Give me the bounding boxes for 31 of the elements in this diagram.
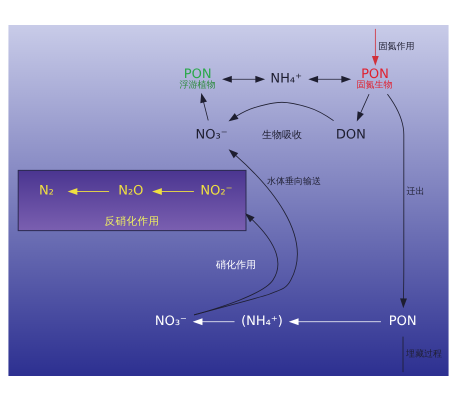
edge-label: 迁出 <box>406 186 425 196</box>
arrow <box>228 101 334 121</box>
node-text: PON 固氮生物 <box>356 66 393 90</box>
arrow <box>200 92 209 120</box>
node-text: (NH₄⁺) <box>241 313 283 328</box>
arrow <box>308 75 352 82</box>
node-text: N₂O <box>118 183 144 198</box>
arrow <box>372 28 379 66</box>
node-text: N₂ <box>38 183 54 198</box>
node-text: NH₄⁺ <box>270 70 302 86</box>
arrow <box>194 148 298 315</box>
connector <box>402 336 404 372</box>
node-text: PON 浮游植物 <box>179 66 216 90</box>
node-text: NO₂⁻ <box>200 183 232 198</box>
label: 硝化作用 <box>216 260 256 271</box>
node-text: DON <box>336 127 366 142</box>
arrow <box>152 188 194 194</box>
arrow <box>222 75 266 82</box>
arrow <box>288 318 382 325</box>
arrow <box>192 318 235 325</box>
label: 生物吸收 <box>262 129 302 140</box>
node-text: NO₃⁻ <box>154 313 187 328</box>
edge-label: 固氮作用 <box>378 42 414 52</box>
node-text: PON <box>388 313 417 328</box>
arrow <box>387 93 407 308</box>
arrow <box>68 188 110 194</box>
arrow <box>194 212 278 315</box>
arrow <box>356 93 370 122</box>
edge-label: 水体垂向输送 <box>267 176 322 187</box>
edge-label: 埋藏过程 <box>406 349 442 360</box>
node-text: NO₃⁻ <box>196 127 228 142</box>
